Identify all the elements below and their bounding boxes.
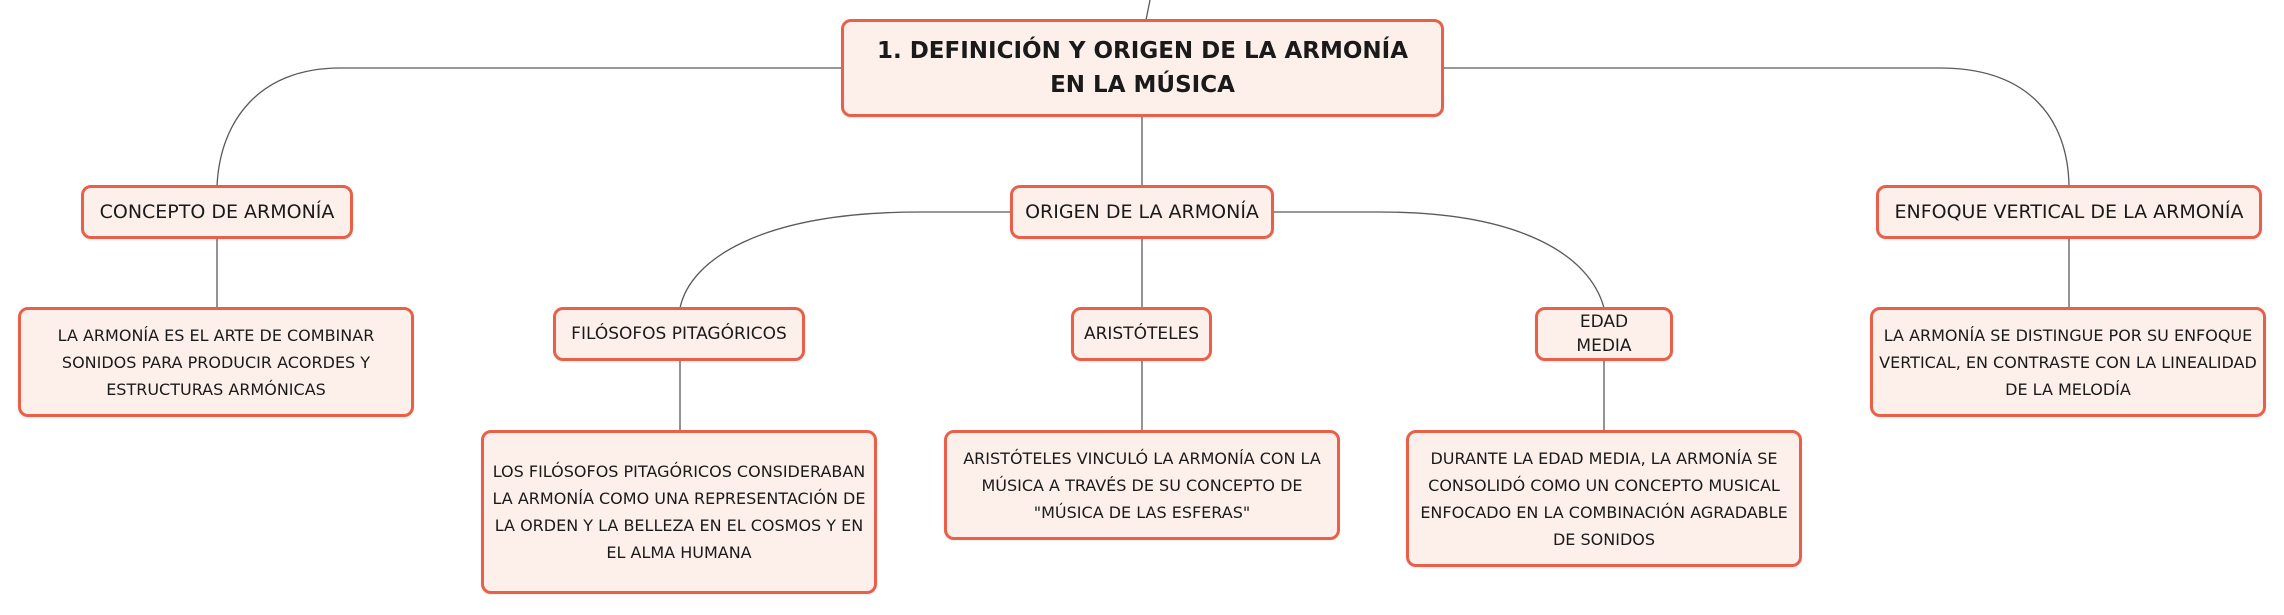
connector-parent-root xyxy=(1145,0,1151,21)
pythagoreans-detail[interactable]: LOS FILÓSOFOS PITAGÓRICOS CONSIDERABAN L… xyxy=(481,430,877,594)
middle-ages-detail-text: DURANTE LA EDAD MEDIA, LA ARMONÍA SE CON… xyxy=(1420,448,1788,549)
connector-root-concept xyxy=(216,67,842,187)
root-topic[interactable]: 1. DEFINICIÓN Y ORIGEN DE LA ARMONÍA EN … xyxy=(841,19,1444,117)
branch-vertical-label: ENFOQUE VERTICAL DE LA ARMONÍA xyxy=(1894,201,2244,223)
middle-ages-detail[interactable]: DURANTE LA EDAD MEDIA, LA ARMONÍA SE CON… xyxy=(1406,430,1802,567)
concept-detail[interactable]: LA ARMONÍA ES EL ARTE DE COMBINAR SONIDO… xyxy=(18,307,414,417)
branch-origin-of-harmony[interactable]: ORIGEN DE LA ARMONÍA xyxy=(1010,185,1274,239)
subtopic-middle-ages[interactable]: EDAD MEDIA xyxy=(1535,307,1673,361)
subtopic-middle-ages-label: EDAD MEDIA xyxy=(1576,312,1632,356)
branch-vertical-approach[interactable]: ENFOQUE VERTICAL DE LA ARMONÍA xyxy=(1876,185,2262,239)
connector-origin-pythagoreans xyxy=(679,211,1012,309)
branch-concept-label: CONCEPTO DE ARMONÍA xyxy=(99,201,335,223)
subtopic-pythagorean-philosophers[interactable]: FILÓSOFOS PITAGÓRICOS xyxy=(553,307,805,361)
connector-origin-middle-ages xyxy=(1272,211,1605,309)
vertical-detail[interactable]: LA ARMONÍA SE DISTINGUE POR SU ENFOQUE V… xyxy=(1870,307,2266,417)
branch-concept-of-harmony[interactable]: CONCEPTO DE ARMONÍA xyxy=(81,185,353,239)
pythagoreans-detail-text: LOS FILÓSOFOS PITAGÓRICOS CONSIDERABAN L… xyxy=(492,462,866,562)
vertical-detail-text: LA ARMONÍA SE DISTINGUE POR SU ENFOQUE V… xyxy=(1879,325,2257,399)
aristotle-detail-text: ARISTÓTELES VINCULÓ LA ARMONÍA CON LA MÚ… xyxy=(963,448,1321,522)
connector-root-vertical xyxy=(1443,67,2070,187)
subtopic-aristotle[interactable]: ARISTÓTELES xyxy=(1071,307,1212,361)
aristotle-detail[interactable]: ARISTÓTELES VINCULÓ LA ARMONÍA CON LA MÚ… xyxy=(944,430,1340,540)
branch-origin-label: ORIGEN DE LA ARMONÍA xyxy=(1025,201,1259,223)
subtopic-pythagoreans-label: FILÓSOFOS PITAGÓRICOS xyxy=(571,324,787,344)
subtopic-aristotle-label: ARISTÓTELES xyxy=(1083,324,1200,344)
concept-detail-text: LA ARMONÍA ES EL ARTE DE COMBINAR SONIDO… xyxy=(57,325,375,399)
root-topic-label: 1. DEFINICIÓN Y ORIGEN DE LA ARMONÍA EN … xyxy=(876,38,1409,98)
